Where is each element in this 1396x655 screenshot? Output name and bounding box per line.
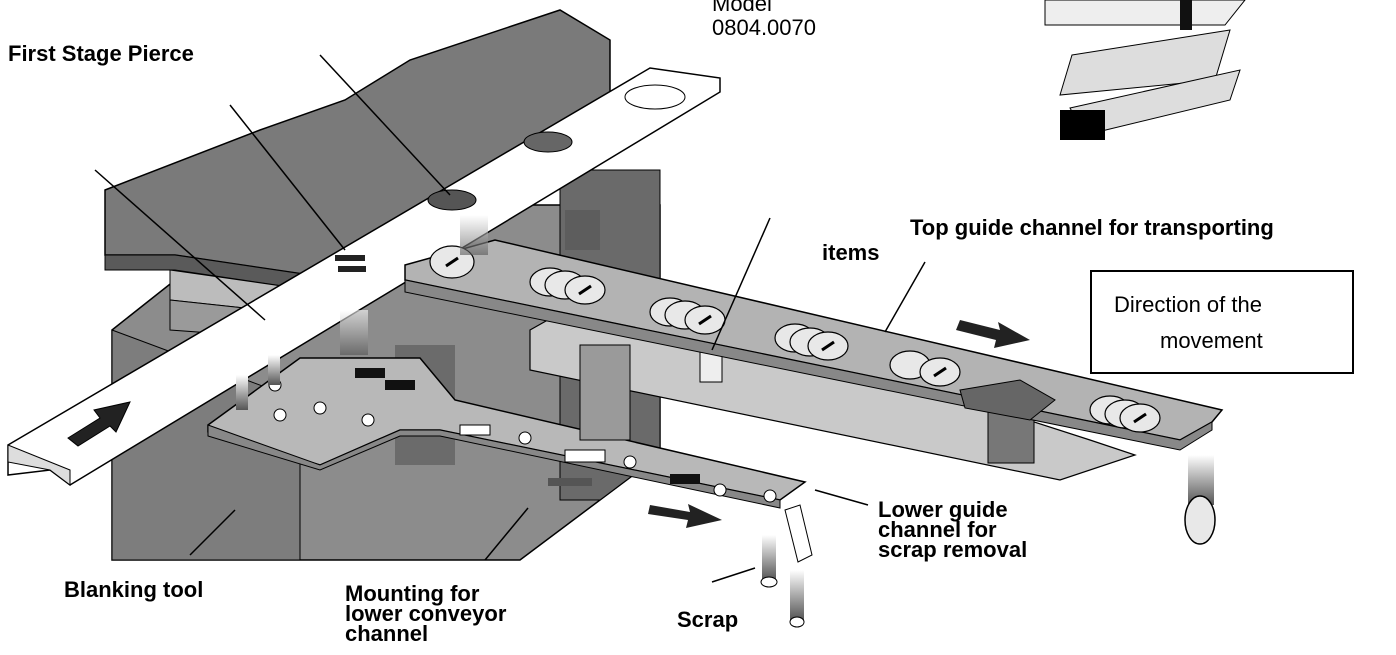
label-lower-guide-channel-line3: scrap removal bbox=[878, 537, 1028, 562]
label-top-guide-channel-line2: items bbox=[822, 240, 880, 265]
label-lower-guide-channel: Lower guide bbox=[878, 497, 1008, 522]
direction-of-movement-box: Direction of the movement bbox=[1090, 270, 1354, 374]
transported-items bbox=[429, 245, 1161, 433]
label-model: Model bbox=[712, 0, 772, 16]
lower-scrap-channel bbox=[207, 357, 807, 509]
label-mounting-lower-conveyor-line2: lower conveyor bbox=[345, 601, 507, 626]
strip-feed-arrow bbox=[67, 401, 131, 447]
label-scrap: Scrap bbox=[677, 607, 739, 632]
label-first-stage-pierce: First Stage Pierce bbox=[8, 41, 194, 66]
label-mounting-lower-conveyor-line3: channel bbox=[345, 621, 429, 646]
falling-parts bbox=[236, 215, 1216, 628]
metal-strip bbox=[7, 67, 721, 486]
top-channel-arrow bbox=[956, 320, 1030, 348]
label-lower-guide-channel-line2: channel for bbox=[878, 517, 997, 542]
label-model-number: 0804.0070 bbox=[712, 15, 816, 40]
direction-label-line1: Direction of the bbox=[1114, 292, 1262, 317]
scrap-channel-arrow bbox=[648, 504, 722, 528]
label-blanking-tool: Blanking tool bbox=[64, 577, 204, 602]
label-mounting-lower-conveyor: Mounting for bbox=[345, 581, 480, 606]
leader-lines bbox=[94, 54, 926, 583]
model-inset bbox=[1044, 0, 1246, 140]
label-top-guide-channel: Top guide channel for transporting bbox=[910, 215, 1274, 240]
direction-label-line2: movement bbox=[1160, 328, 1263, 353]
